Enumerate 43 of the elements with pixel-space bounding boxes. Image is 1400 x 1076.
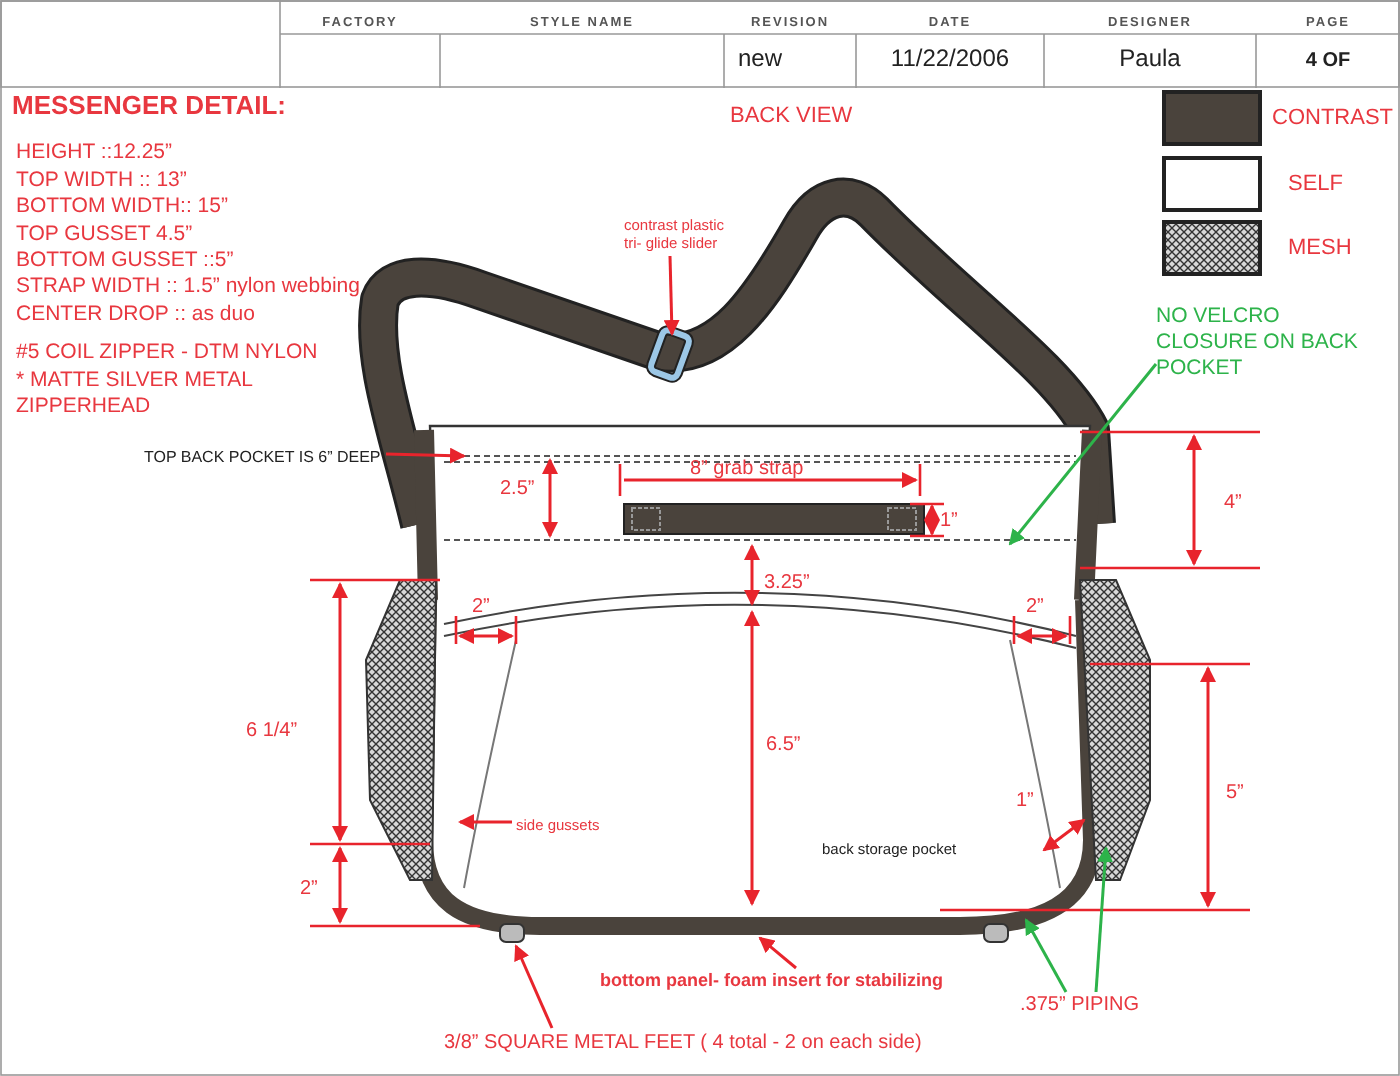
table-cell: 4 OF (1305, 48, 1351, 74)
view-title: BACK VIEW (730, 104, 853, 130)
callout-text: .375” PIPING (1020, 992, 1139, 1018)
leader-line (458, 814, 512, 830)
dimension-label: 2” (472, 594, 490, 620)
callout-text: NO VELCRO CLOSURE ON BACK POCKET (1156, 304, 1376, 382)
leader-line (385, 447, 466, 464)
spec-line: TOP WIDTH :: 13” (16, 168, 187, 194)
dimension-label: 8” grab strap (690, 456, 804, 482)
legend-label: CONTRAST (1272, 106, 1393, 132)
spec-line: HEIGHT ::12.25” (16, 140, 173, 166)
legend-label: SELF (1288, 172, 1344, 198)
spec-line: STRAP WIDTH :: 1.5” nylon webbing (16, 274, 360, 300)
callout-text: 3/8” SQUARE METAL FEET ( 4 total - 2 on each side) (444, 1030, 922, 1056)
dimension-label: 2” (300, 876, 318, 902)
leader-line (1024, 918, 1068, 993)
leader-line (514, 944, 554, 1029)
leader-line (758, 936, 797, 970)
spec-line: BOTTOM WIDTH:: 15” (16, 194, 228, 220)
table-cell: Paula (1119, 46, 1181, 72)
dimension-label: 4” (1224, 490, 1242, 516)
spec-line: CENTER DROP :: as duo (16, 302, 255, 328)
table-cell: new (738, 46, 782, 72)
dimension-label: 6 1/4” (246, 718, 298, 744)
callout-text: TOP BACK POCKET IS 6” DEEP (144, 444, 381, 470)
spec-line: * MATTE SILVER METAL ZIPPERHEAD (16, 368, 255, 420)
leader-line (663, 255, 680, 336)
dimension-label: 2” (1026, 594, 1044, 620)
dimension-label: 5” (1226, 780, 1244, 806)
dimension-label: 3.25” (764, 570, 810, 596)
legend-label: MESH (1288, 236, 1352, 262)
dimension-label: 1” (940, 508, 958, 534)
spec-line: TOP GUSSET 4.5” (16, 222, 193, 248)
spec-line: #5 COIL ZIPPER - DTM NYLON (16, 340, 318, 366)
leader-line (1008, 363, 1158, 546)
spec-line: BOTTOM GUSSET ::5” (16, 248, 234, 274)
section-heading: MESSENGER DETAIL: (12, 92, 286, 118)
callout-text: bottom panel- foam insert for stabilizing (600, 968, 944, 994)
dimension-label: 1” (1016, 788, 1034, 814)
leader-line (1094, 846, 1113, 993)
dimension-label: 2.5” (500, 476, 535, 502)
table-cell: 11/22/2006 (890, 46, 1010, 72)
dimension-label: 6.5” (766, 732, 801, 758)
